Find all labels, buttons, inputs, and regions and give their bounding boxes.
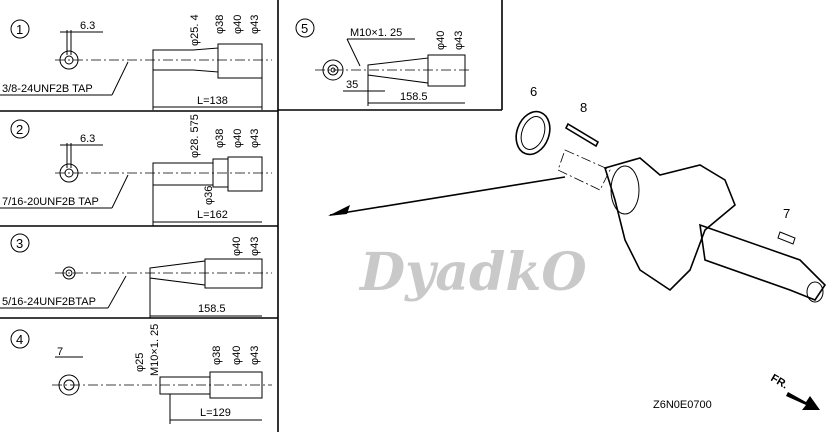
diameter-label: φ43 <box>249 237 261 256</box>
diameter-label: φ25 <box>134 353 146 372</box>
diameter-label: φ43 <box>249 346 261 365</box>
tap-spec: 5/16-24UNF2BTAP <box>2 296 96 308</box>
thread-length: 35 <box>346 79 358 91</box>
oil-seal <box>515 110 551 156</box>
length-dimension: L=129 <box>200 407 231 419</box>
keyway-width: 6.3 <box>80 20 95 32</box>
diameter-label: φ40 <box>231 237 243 256</box>
diameter-label: φ25. 4 <box>189 14 201 46</box>
keyway-width: 7 <box>57 346 63 358</box>
variant-number: 1 <box>16 22 23 37</box>
diameter-label: φ40 <box>231 346 243 365</box>
variant-5: 5 M10×1. 25 35 158.5 φ40 φ43 <box>295 18 470 106</box>
variant-number: 2 <box>16 122 23 137</box>
crankshaft-illustration: 6 8 7 <box>328 84 827 303</box>
diameter-label: φ28. 575 <box>189 114 201 158</box>
variant-number: 5 <box>301 21 308 36</box>
callout-6: 6 <box>530 84 537 99</box>
diameter-label: φ36 <box>203 186 215 205</box>
front-arrow-icon <box>786 392 820 410</box>
front-indicator: FR. <box>769 372 820 410</box>
diameter-label: φ43 <box>249 15 261 34</box>
variant-number: 3 <box>16 236 23 251</box>
woodruff-key <box>777 231 796 245</box>
length-dimension: 158.5 <box>400 91 428 103</box>
variant-3: 3 5/16-24UNF2BTAP 158.5 φ40 φ43 <box>0 233 272 318</box>
key <box>564 122 600 148</box>
diameter-label: φ40 <box>232 15 244 34</box>
keyway-width: 6.3 <box>80 133 95 145</box>
diameter-label: φ38 <box>214 129 226 148</box>
diameter-label: φ43 <box>453 31 465 50</box>
diameter-label: φ38 <box>211 346 223 365</box>
panel-borders <box>0 0 503 432</box>
diameter-label: φ40 <box>232 129 244 148</box>
variant-4: 4 7 L=129 φ25 M10×1. 25 φ38 φ40 φ43 <box>10 324 272 424</box>
thread-spec: M10×1. 25 <box>350 27 402 39</box>
diameter-label: φ40 <box>435 31 447 50</box>
variant-2: 2 6.3 7/16-20UNF2B TAP L=162 φ28. 575 φ3… <box>0 114 272 226</box>
drawing-code: Z6N0E0700 <box>653 399 712 411</box>
variant-1: 1 6.3 3/8-24UNF2B TAP L=138 φ25. 4 φ38 φ… <box>0 14 272 110</box>
callout-8: 8 <box>580 100 587 115</box>
thread-spec: M10×1. 25 <box>149 324 161 376</box>
tap-spec: 7/16-20UNF2B TAP <box>2 196 99 208</box>
tap-spec: 3/8-24UNF2B TAP <box>2 83 93 95</box>
length-dimension: L=138 <box>197 95 228 107</box>
watermark: DyadkO <box>358 242 587 303</box>
front-label: FR. <box>769 372 790 391</box>
variant-number: 4 <box>16 332 23 347</box>
length-dimension: L=162 <box>197 209 228 221</box>
diameter-label: φ43 <box>249 129 261 148</box>
direction-arrow <box>329 176 566 216</box>
callout-7: 7 <box>783 206 790 221</box>
diameter-label: φ38 <box>214 15 226 34</box>
length-dimension: 158.5 <box>198 303 226 315</box>
